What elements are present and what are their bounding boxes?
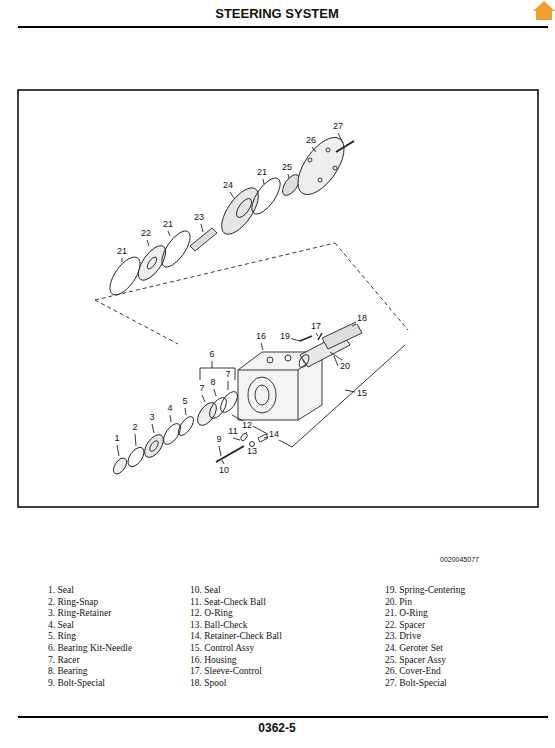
callout-number: 13	[246, 447, 258, 457]
callout-number: 14	[268, 430, 280, 440]
callout-number: 12	[241, 421, 253, 431]
parts-list-item: 14. Retainer-Check Ball	[190, 631, 282, 641]
parts-list-item: 17. Sleeve-Control	[190, 666, 262, 676]
callout-number: 15	[356, 389, 368, 399]
callout-number: 2	[131, 423, 138, 433]
parts-list-item: 19. Spring-Centering	[385, 585, 465, 595]
callout-number: 7	[224, 370, 231, 380]
callout-number: 21	[116, 247, 128, 257]
parts-list-item: 23. Drive	[385, 631, 421, 641]
callout-number: 22	[140, 229, 152, 239]
callout-number: 21	[162, 220, 174, 230]
parts-list-item: 11. Seat-Check Ball	[190, 597, 266, 607]
callout-number: 20	[339, 362, 351, 372]
callout-number: 3	[148, 413, 155, 423]
parts-list-item: 20. Pin	[385, 597, 412, 607]
callout-number: 16	[255, 332, 267, 342]
callout-number: 7	[198, 384, 205, 394]
parts-list-item: 21. O-Ring	[385, 608, 428, 618]
parts-list-item: 22. Spacer	[385, 620, 425, 630]
parts-list-item: 8. Bearing	[48, 666, 88, 676]
callout-number: 1	[113, 434, 120, 444]
callout-number: 23	[193, 213, 205, 223]
parts-list-item: 10. Seal	[190, 585, 221, 595]
figure-id: 0020045077	[440, 556, 479, 564]
parts-list-item: 12. O-Ring	[190, 608, 233, 618]
parts-list-item: 4. Seal	[48, 620, 74, 630]
callout-number: 21	[256, 168, 268, 178]
page-title: STEERING SYSTEM	[215, 7, 339, 21]
callout-number: 19	[279, 332, 291, 342]
callout-number: 4	[166, 404, 173, 414]
parts-list-item: 27. Bolt-Special	[385, 678, 447, 688]
parts-list-item: 15. Control Assy	[190, 643, 254, 653]
callout-number: 8	[209, 378, 216, 388]
parts-list-item: 1. Seal	[48, 585, 74, 595]
callout-number: 24	[222, 181, 234, 191]
parts-list-item: 16. Housing	[190, 655, 236, 665]
parts-list-item: 25. Spacer Assy	[385, 655, 446, 665]
parts-list-item: 3. Ring-Retainer	[48, 608, 111, 618]
parts-list-item: 7. Racer	[48, 655, 80, 665]
callout-number: 10	[218, 466, 230, 476]
parts-list-item: 13. Ball-Check	[190, 620, 248, 630]
parts-list-item: 6. Bearing Kit-Needle	[48, 643, 132, 653]
page-number: 0362-5	[258, 722, 295, 735]
callout-number: 5	[181, 397, 188, 407]
parts-list-item: 18. Spool	[190, 678, 226, 688]
parts-list-item: 5. Ring	[48, 631, 76, 641]
callout-number: 18	[356, 314, 368, 324]
callout-number: 17	[310, 322, 322, 332]
callout-number: 27	[332, 122, 344, 132]
callout-number: 11	[227, 427, 238, 437]
parts-list-item: 24. Geroter Set	[385, 643, 443, 653]
parts-list-item: 26. Cover-End	[385, 666, 441, 676]
callout-number: 26	[305, 136, 317, 146]
callout-number: 6	[208, 350, 215, 360]
parts-list-item: 2. Ring-Snap	[48, 597, 98, 607]
parts-list-item: 9. Bolt-Special	[48, 678, 105, 688]
callout-number: 9	[215, 435, 222, 445]
callout-number: 25	[281, 163, 293, 173]
home-icon	[533, 1, 555, 20]
